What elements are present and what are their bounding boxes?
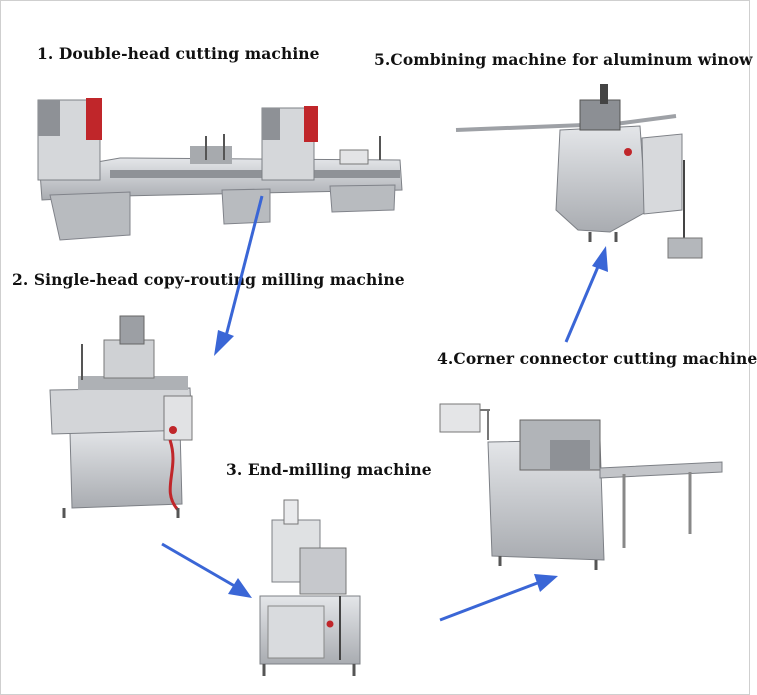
step1-label: 1. Double-head cutting machine [37,44,320,63]
step2-label: 2. Single-head copy-routing milling mach… [12,270,405,289]
arrow-1-to-2 [214,195,264,356]
step4-label: 4.Corner connector cutting machine [437,349,757,368]
end-milling-machine-icon [259,499,361,676]
arrow-3-to-4 [439,574,558,622]
step5-label: 5.Combining machine for aluminum winow [374,50,753,69]
corner-connector-cutting-machine-icon [439,403,723,570]
step3-label: 3. End-milling machine [226,460,432,479]
copy-routing-milling-machine-icon [49,315,193,518]
double-head-cutting-machine-icon [37,98,403,241]
flow-arrows [161,195,608,622]
arrow-2-to-3 [161,542,252,598]
combining-machine-icon [455,84,703,259]
arrow-4-to-5 [564,246,608,343]
